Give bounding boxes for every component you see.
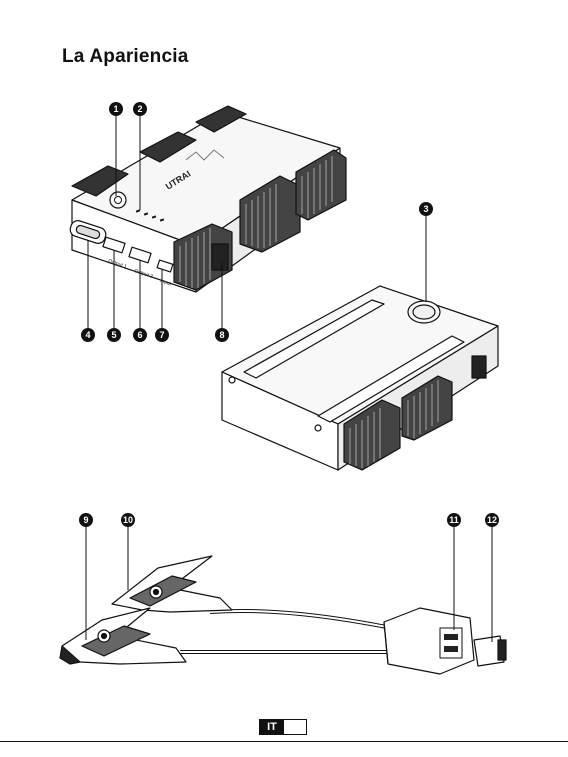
svg-text:6: 6 (137, 330, 142, 340)
footer-rule (0, 741, 568, 742)
jump-starter-rear-view (222, 286, 498, 470)
callout-10: 10 (121, 513, 135, 527)
svg-text:12: 12 (487, 515, 497, 525)
svg-text:1: 1 (113, 104, 118, 114)
callout-9: 9 (79, 513, 93, 527)
svg-text:5: 5 (111, 330, 116, 340)
svg-text:10: 10 (123, 515, 133, 525)
svg-text:7: 7 (159, 330, 164, 340)
svg-text:4: 4 (85, 330, 90, 340)
callout-3: 3 (419, 202, 433, 216)
svg-text:11: 11 (449, 515, 459, 525)
svg-text:3: 3 (423, 204, 428, 214)
callout-1: 1 (109, 102, 123, 116)
language-badge: IT (259, 719, 307, 735)
svg-text:9: 9 (83, 515, 88, 525)
callout-4: 4 (81, 328, 95, 342)
callout-2: 2 (133, 102, 147, 116)
callout-11: 11 (447, 513, 461, 527)
language-badge-blank (284, 720, 306, 734)
callout-12: 12 (485, 513, 499, 527)
jumper-cables (60, 556, 506, 674)
language-code: IT (260, 720, 284, 734)
svg-text:8: 8 (219, 330, 224, 340)
callout-8: 8 (215, 328, 229, 342)
callout-6: 6 (133, 328, 147, 342)
callout-5: 5 (107, 328, 121, 342)
svg-text:2: 2 (137, 104, 142, 114)
callout-7: 7 (155, 328, 169, 342)
